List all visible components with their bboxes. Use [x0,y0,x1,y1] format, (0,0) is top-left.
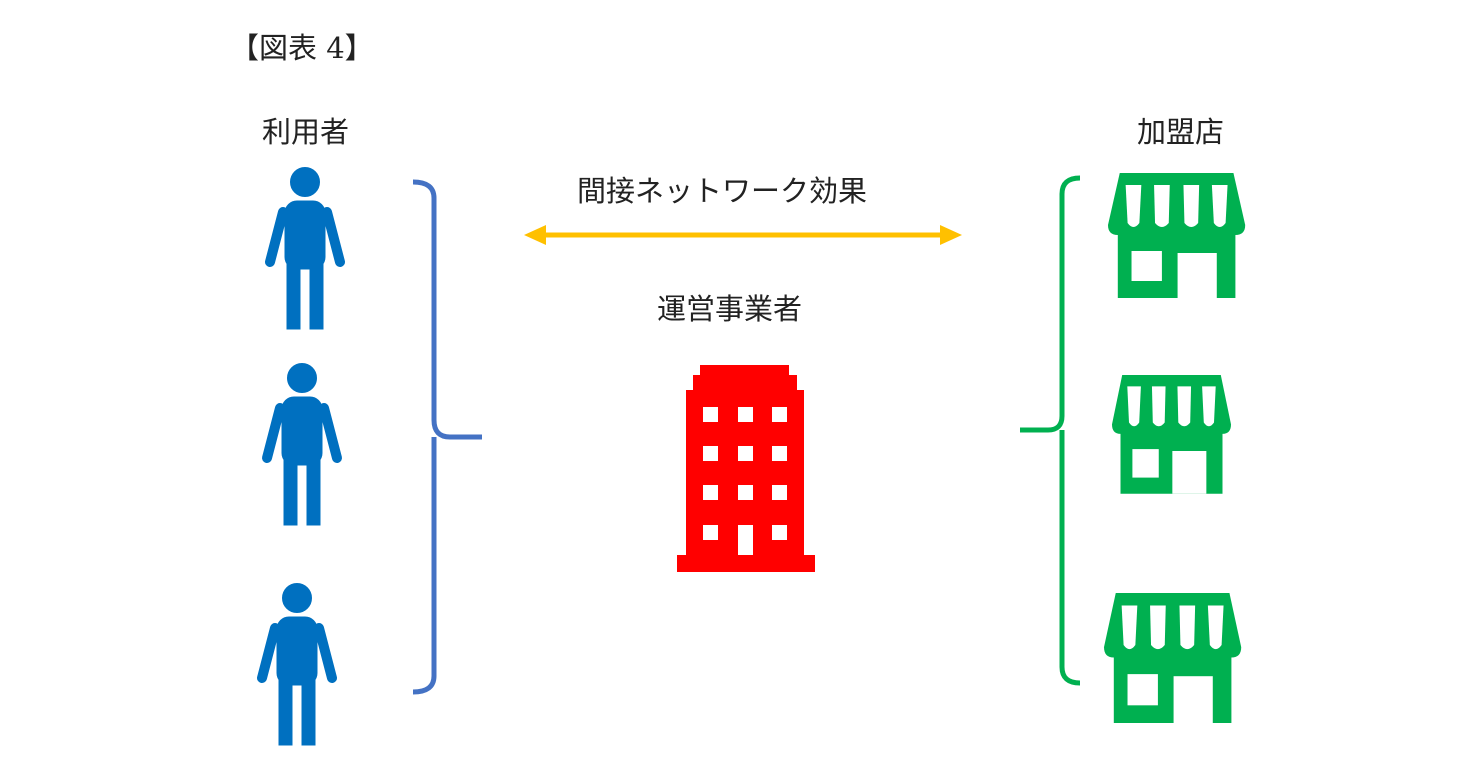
store-icon [1112,375,1231,494]
merchants-bracket [1020,175,1081,686]
merchants-label: 加盟店 [1137,115,1225,149]
user-icon [270,168,340,330]
operator-label: 運営事業者 [657,292,803,326]
user-icon [267,364,337,526]
users-label: 利用者 [262,115,350,149]
indirect-network-effect-label: 間接ネットワーク効果 [577,174,868,208]
figure-label: 【図表 4】 [230,31,374,65]
operator-building-icon [677,365,815,572]
store-icon [1108,173,1246,298]
store-icon [1104,593,1242,723]
user-icon [262,584,332,746]
indirect-network-effect-arrow [524,225,962,245]
users-bracket [412,179,482,695]
